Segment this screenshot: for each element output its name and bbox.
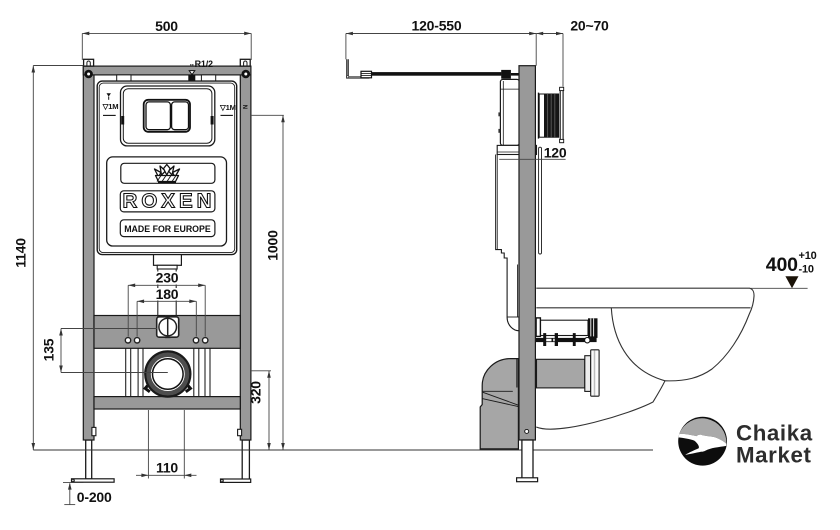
svg-text:+10: +10 — [799, 250, 817, 262]
svg-text:-10: -10 — [799, 263, 814, 275]
svg-text:1000: 1000 — [265, 230, 281, 261]
svg-text:120-550: 120-550 — [412, 18, 462, 34]
svg-text:MADE FOR EUROPE: MADE FOR EUROPE — [124, 224, 211, 234]
svg-text:N: N — [244, 105, 250, 109]
svg-text:20~70: 20~70 — [570, 18, 609, 34]
svg-text:ROXEN: ROXEN — [123, 190, 216, 213]
svg-text:R1/2: R1/2 — [195, 59, 213, 69]
svg-text:0-200: 0-200 — [77, 489, 112, 505]
svg-text:135: 135 — [41, 338, 57, 361]
svg-text:1140: 1140 — [13, 238, 29, 268]
svg-text:Market: Market — [736, 442, 811, 467]
svg-text:120: 120 — [544, 145, 567, 161]
svg-text:230: 230 — [156, 269, 179, 285]
svg-text:▽1M: ▽1M — [102, 102, 119, 111]
svg-text:▽1M: ▽1M — [219, 103, 236, 112]
svg-text:320: 320 — [248, 381, 264, 404]
svg-text:Chaika: Chaika — [736, 420, 813, 445]
svg-text:110: 110 — [156, 459, 178, 475]
svg-text:180: 180 — [156, 286, 179, 302]
svg-text:400: 400 — [766, 254, 798, 276]
svg-text:500: 500 — [155, 18, 178, 34]
